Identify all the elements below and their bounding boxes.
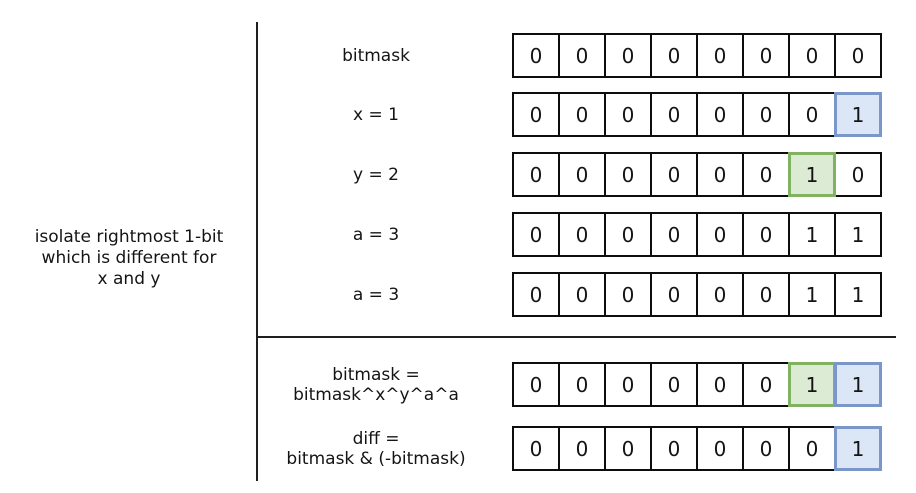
note-text: isolate rightmost 1-bit which is differe… <box>0 227 258 290</box>
bit-cell: 0 <box>696 212 744 257</box>
bit-cell: 0 <box>512 92 560 137</box>
bit-cell: 0 <box>742 426 790 471</box>
bit-cell: 0 <box>834 152 882 197</box>
row-label-line: a = 3 <box>352 284 400 305</box>
row-label-line: bitmask^x^y^a^a <box>293 384 459 405</box>
bit-cell: 1 <box>834 362 882 407</box>
bit-cell: 0 <box>512 426 560 471</box>
bit-cell: 0 <box>650 426 698 471</box>
bit-cell: 0 <box>604 362 652 407</box>
bit-cell: 0 <box>696 152 744 197</box>
row-label-line: bitmask & (-bitmask) <box>286 448 466 469</box>
bit-cell: 0 <box>512 152 560 197</box>
bit-cell: 0 <box>696 92 744 137</box>
bit-cell: 0 <box>696 426 744 471</box>
divider-horizontal <box>257 336 896 338</box>
bit-cell: 1 <box>788 362 836 407</box>
bit-cell: 0 <box>604 272 652 317</box>
bit-cell: 0 <box>650 92 698 137</box>
bit-cell: 0 <box>834 33 882 78</box>
bit-cell: 0 <box>558 33 606 78</box>
bit-cell: 0 <box>696 33 744 78</box>
bit-cell: 0 <box>512 33 560 78</box>
row-label: a = 3 <box>258 225 494 245</box>
note-line: x and y <box>97 269 161 289</box>
bit-cell: 0 <box>788 426 836 471</box>
bit-cell: 0 <box>558 426 606 471</box>
row-label-line: a = 3 <box>352 224 400 245</box>
bit-cell: 0 <box>788 33 836 78</box>
bit-cell: 0 <box>742 92 790 137</box>
note-line: which is different for <box>41 248 217 268</box>
bit-cell: 0 <box>512 212 560 257</box>
divider-vertical <box>256 22 258 481</box>
row-label-line: y = 2 <box>353 164 399 185</box>
bit-cell: 0 <box>650 152 698 197</box>
bit-cell: 0 <box>650 272 698 317</box>
bit-cell: 0 <box>788 92 836 137</box>
bit-cell: 0 <box>558 152 606 197</box>
bit-cell: 0 <box>604 33 652 78</box>
row-label-line: bitmask = <box>332 364 420 385</box>
bit-cell: 1 <box>788 272 836 317</box>
bit-cell: 0 <box>742 33 790 78</box>
bit-cell: 1 <box>834 272 882 317</box>
row-label: bitmask <box>258 46 494 66</box>
bit-cell: 0 <box>742 272 790 317</box>
row-label-line: x = 1 <box>353 104 399 125</box>
bit-cell: 1 <box>834 92 882 137</box>
bit-cell: 0 <box>558 272 606 317</box>
bit-cell: 0 <box>650 33 698 78</box>
bit-cell: 0 <box>512 272 560 317</box>
row-label: y = 2 <box>258 165 494 185</box>
bit-cell: 1 <box>834 212 882 257</box>
bit-cell: 0 <box>696 362 744 407</box>
row-label-line: diff = <box>352 428 400 449</box>
bit-cell: 0 <box>558 212 606 257</box>
row-label: x = 1 <box>258 105 494 125</box>
bit-cell: 0 <box>650 362 698 407</box>
row-label-line: bitmask <box>342 45 410 66</box>
bit-cell: 1 <box>788 152 836 197</box>
bit-cell: 0 <box>650 212 698 257</box>
bit-cell: 0 <box>604 426 652 471</box>
bit-cell: 0 <box>604 92 652 137</box>
bit-cell: 0 <box>604 152 652 197</box>
bit-cell: 1 <box>834 426 882 471</box>
bit-cell: 0 <box>558 362 606 407</box>
bit-cell: 0 <box>742 362 790 407</box>
row-label: bitmask =bitmask^x^y^a^a <box>258 365 494 405</box>
bit-cell: 0 <box>742 152 790 197</box>
bit-cell: 0 <box>604 212 652 257</box>
row-label: diff =bitmask & (-bitmask) <box>258 429 494 469</box>
bit-cell: 1 <box>788 212 836 257</box>
note-line: isolate rightmost 1-bit <box>34 227 224 247</box>
bit-cell: 0 <box>742 212 790 257</box>
row-label: a = 3 <box>258 285 494 305</box>
bit-cell: 0 <box>558 92 606 137</box>
bit-cell: 0 <box>512 362 560 407</box>
bit-cell: 0 <box>696 272 744 317</box>
